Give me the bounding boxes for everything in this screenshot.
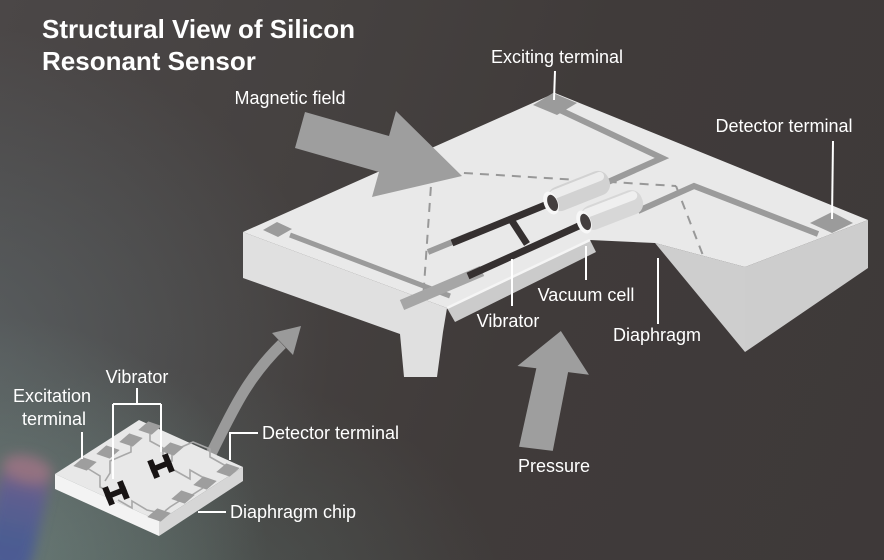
leader-detector-terminal-main [831, 140, 834, 220]
label-vibrator-main: Vibrator [477, 311, 540, 331]
detector-terminal-pad [810, 212, 853, 233]
inset-chip-top-face [55, 420, 243, 521]
main-chip-cavity-slope-left [447, 240, 596, 322]
left-terminal-trace [289, 232, 451, 299]
label-vibrator-inset: Vibrator [106, 367, 169, 387]
dashed-diaphragm-outline [422, 170, 705, 301]
background-blur-object [0, 454, 52, 560]
vibrator-assembly [399, 195, 594, 311]
label-detector-terminal-main: Detector terminal [715, 116, 852, 136]
detector-terminal-trace [636, 182, 820, 237]
zoom-arrow-head [272, 326, 301, 355]
vibrator-beam-front [466, 216, 594, 280]
main-chip-right-face [745, 220, 868, 352]
label-exciting-terminal: Exciting terminal [491, 47, 623, 67]
label-excitation-terminal-line1: Excitation [13, 386, 91, 406]
main-chip-front-face [243, 232, 447, 377]
inset-chip [55, 420, 243, 536]
label-excitation-terminal-line2: terminal [22, 409, 86, 429]
leader-vibrator-inset [112, 388, 162, 479]
label-vacuum-cell: Vacuum cell [538, 285, 635, 305]
leader-detector-terminal-inset [229, 432, 258, 460]
left-terminal-pad [263, 222, 292, 237]
label-diaphragm: Diaphragm [613, 325, 701, 345]
main-chip-cavity-wall-right [655, 243, 745, 352]
vacuum-cell-capsule-front [576, 190, 644, 234]
label-detector-terminal-inset: Detector terminal [262, 423, 399, 443]
leader-lines [81, 70, 834, 513]
inset-chip-left-face [55, 474, 159, 536]
exciting-terminal-trace [558, 107, 670, 185]
label-diaphragm-chip: Diaphragm chip [230, 502, 356, 522]
vacuum-cell-capsule-rear [543, 170, 611, 215]
diaphragm-edge-highlight [446, 238, 591, 310]
vibrator-crossbar [509, 219, 530, 246]
label-pressure: Pressure [518, 456, 590, 476]
labels: Structural View of Silicon Resonant Sens… [13, 14, 853, 522]
main-chip [243, 93, 868, 377]
pressure-arrow [517, 330, 589, 451]
leader-exciting-terminal [553, 70, 556, 101]
exciting-terminal-pad [533, 93, 577, 115]
page-title-line1: Structural View of Silicon [42, 14, 355, 44]
page-title-line2: Resonant Sensor [42, 46, 256, 76]
zoom-arrow [205, 326, 301, 459]
inset-chip-right-face [159, 467, 243, 536]
magnetic-field-arrow [295, 111, 462, 197]
vibrator-beam-rear [450, 195, 562, 247]
label-magnetic-field: Magnetic field [234, 88, 345, 108]
